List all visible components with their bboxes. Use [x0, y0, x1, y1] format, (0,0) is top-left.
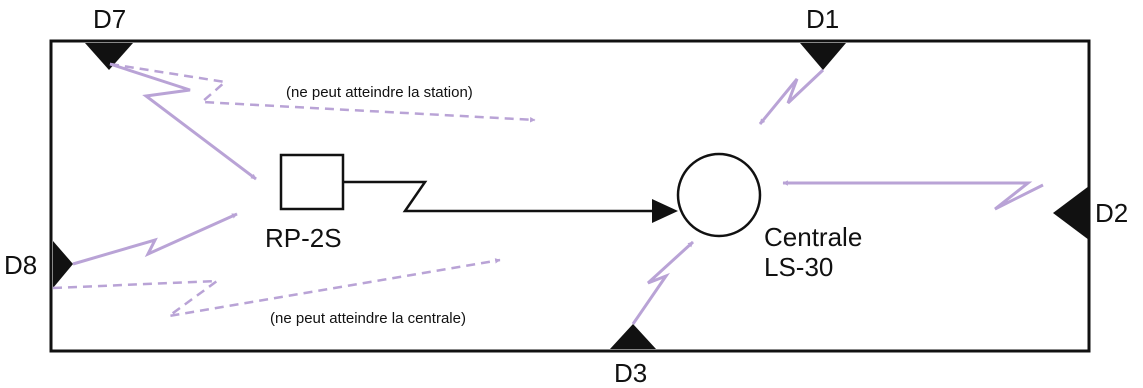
- d2-to-central-signal: [782, 180, 1044, 211]
- repeater-to-central-arrowhead: [652, 199, 678, 223]
- repeater-box: [279, 153, 345, 211]
- detector-d7-label: D7: [93, 4, 126, 34]
- detector-d3-label: D3: [614, 358, 647, 388]
- central-label-line2: LS-30: [764, 252, 833, 282]
- repeater-label: RP-2S: [265, 223, 342, 253]
- note-cannot-reach-station: (ne peut atteindre la station): [286, 84, 473, 101]
- d8-failed-signal-dashed: [52, 258, 501, 318]
- central-unit-circle: [676, 152, 762, 238]
- detector-d2-marker: [1053, 186, 1089, 240]
- detector-d7-marker: [85, 43, 133, 70]
- d8-to-repeater-signal: [72, 212, 238, 266]
- d1-to-central-signal: [758, 68, 825, 125]
- building-outline: [49, 39, 1091, 353]
- detector-d3-marker: [610, 324, 656, 349]
- central-label-line1: Centrale: [764, 222, 862, 252]
- detector-d8-marker: [53, 241, 73, 288]
- d3-to-central-signal: [631, 240, 695, 325]
- repeater-to-central-link: [343, 180, 657, 213]
- detector-d8-label: D8: [4, 250, 37, 280]
- detector-d1-label: D1: [806, 4, 839, 34]
- detector-d1-marker: [800, 43, 846, 70]
- note-cannot-reach-central: (ne peut atteindre la centrale): [270, 310, 466, 327]
- d7-to-repeater-signal: [109, 62, 257, 181]
- detector-d2-label: D2: [1095, 198, 1128, 228]
